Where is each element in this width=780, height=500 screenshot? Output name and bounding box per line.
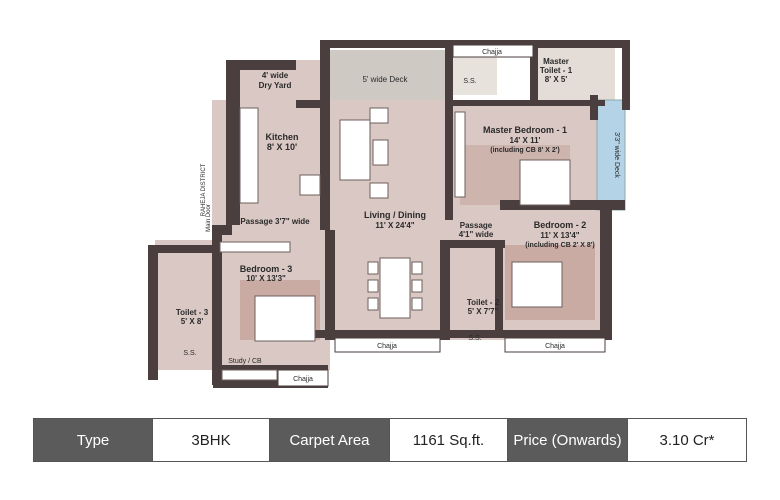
bed-bedroom2 xyxy=(511,261,563,308)
dry-yard-label: 4' wide xyxy=(262,71,289,80)
carpet-area-value: 1161 Sq.ft. xyxy=(389,419,508,461)
kitchen-counter xyxy=(239,107,259,204)
bed-bedroom3 xyxy=(254,295,316,342)
toilet2-label: Toilet - 2 xyxy=(467,298,500,307)
chajja-top xyxy=(452,44,534,58)
chajja-bottom-right xyxy=(504,337,606,353)
floor-ss-top xyxy=(452,55,497,95)
tv-unit xyxy=(299,174,321,196)
bedroom2-cb: (including CB 2' X 8') xyxy=(525,242,594,249)
price-value: 3.10 Cr* xyxy=(627,419,746,461)
wardrobe-master xyxy=(454,111,466,198)
ss-top-label: S.S. xyxy=(463,78,476,85)
coffee-table xyxy=(372,139,389,166)
master-toilet-label-2: Toilet - 1 xyxy=(540,66,573,75)
living-size: 11' X 24'4" xyxy=(375,221,414,230)
toilet3-size: 5' X 8' xyxy=(181,317,204,326)
kitchen-size: 8' X 10' xyxy=(267,142,297,152)
side-text: RAHEJA DISTRICT xyxy=(201,163,207,216)
bedroom2-label: Bedroom - 2 xyxy=(534,220,587,230)
chajjas xyxy=(277,44,606,387)
master-bedroom-label: Master Bedroom - 1 xyxy=(483,125,567,135)
living-label: Living / Dining xyxy=(364,210,426,220)
spec-table: Type 3BHK Carpet Area 1161 Sq.ft. Price … xyxy=(33,418,747,462)
type-value: 3BHK xyxy=(152,419,270,461)
passage-right-size: 4'1" wide xyxy=(459,230,494,239)
chajja-bottom-right-label: Chajja xyxy=(545,343,565,350)
carpet-area-label: Carpet Area xyxy=(270,419,389,461)
room-labels: 4' wide Dry Yard 5' wide Deck Chajja S.S… xyxy=(176,49,620,383)
chajja-bottom-mid-label: Chajja xyxy=(377,343,397,350)
bedroom3-size: 10' X 13'3" xyxy=(246,274,286,283)
floor-deck-top xyxy=(330,50,445,100)
bedroom2-size: 11' X 13'4" xyxy=(540,231,579,240)
floor-plan: 4' wide Dry Yard 5' wide Deck Chajja S.S… xyxy=(148,40,630,388)
passage-left-label: Passage 3'7" wide xyxy=(240,217,310,226)
chajja-bottom-left-label: Chajja xyxy=(293,376,313,383)
chajja-bottom-left xyxy=(277,369,329,387)
ss-left-label: S.S. xyxy=(183,350,196,357)
chajja-top-label: Chajja xyxy=(482,49,502,56)
master-toilet-label-3: 8' X 5' xyxy=(545,75,568,84)
passage-right-label: Passage xyxy=(460,221,493,230)
master-bedroom-size: 14' X 11' xyxy=(510,136,541,145)
floor-toilet1 xyxy=(535,45,615,105)
dining-table xyxy=(379,257,411,319)
study-table xyxy=(221,369,278,381)
dry-yard-label-2: Dry Yard xyxy=(259,81,292,90)
ss-right-label: S.S. xyxy=(468,335,481,342)
master-toilet-label-1: Master xyxy=(543,57,569,66)
deck-right-label: 3'3" wide Deck xyxy=(613,132,620,178)
furniture xyxy=(219,107,571,381)
toilet3-label: Toilet - 3 xyxy=(176,308,209,317)
sofa xyxy=(339,119,371,181)
toilet2-size: 5' X 7'7" xyxy=(468,307,499,316)
study-label: Study / CB xyxy=(228,358,262,365)
bedroom3-label: Bedroom - 3 xyxy=(240,264,293,274)
wardrobe-bedroom3 xyxy=(219,241,291,253)
armchair xyxy=(369,107,389,124)
price-label: Price (Onwards) xyxy=(508,419,627,461)
type-label: Type xyxy=(34,419,152,461)
deck-top-label: 5' wide Deck xyxy=(362,75,408,84)
deck-right xyxy=(596,99,626,211)
kitchen-label: Kitchen xyxy=(265,132,298,142)
chajja-bottom-mid xyxy=(334,337,441,353)
armchair-2 xyxy=(369,182,389,199)
bed-master xyxy=(519,159,571,206)
master-bedroom-cb: (including CB 8' X 2') xyxy=(490,147,559,154)
main-door-label: Main Door xyxy=(206,204,212,232)
